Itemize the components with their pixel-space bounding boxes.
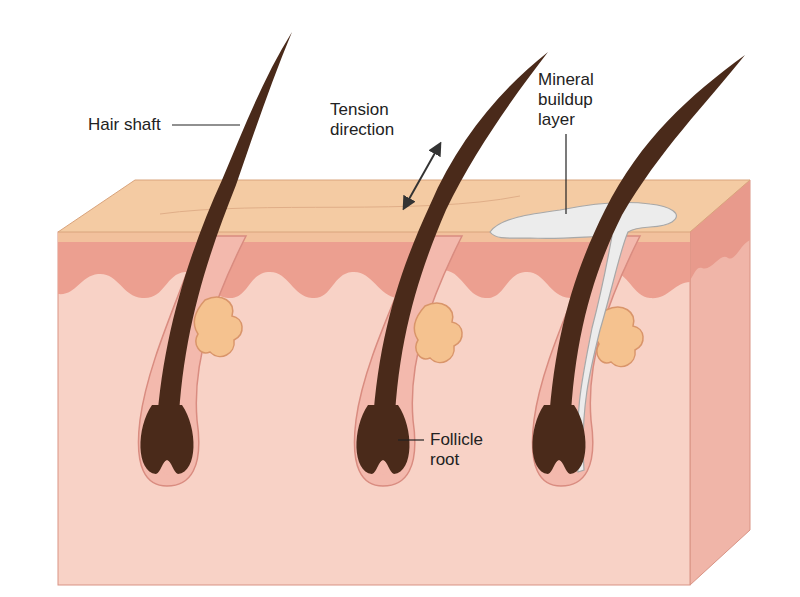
leader-line [398, 439, 424, 440]
skin-side-face [690, 180, 750, 585]
hair-shaft [372, 52, 548, 440]
hair-shaft [156, 32, 292, 440]
hair-bulb [140, 405, 193, 474]
gland-lobe [414, 303, 462, 362]
dermal-papilla [379, 461, 387, 475]
tension-arrow [404, 144, 440, 208]
hair-shaft [548, 55, 745, 440]
leader-line [172, 124, 240, 125]
dermal-papilla [163, 461, 171, 475]
part-label: Hair shaft [88, 115, 178, 135]
dermis [58, 232, 690, 585]
part-label: Mineral buildup layer [538, 70, 610, 130]
gland-lobe [194, 297, 242, 356]
hair-bulb [532, 405, 585, 474]
part-label: Follicle root [430, 430, 502, 470]
part-label: Tension direction [330, 100, 410, 140]
leader-line [565, 134, 566, 214]
dermal-papilla [555, 461, 563, 475]
